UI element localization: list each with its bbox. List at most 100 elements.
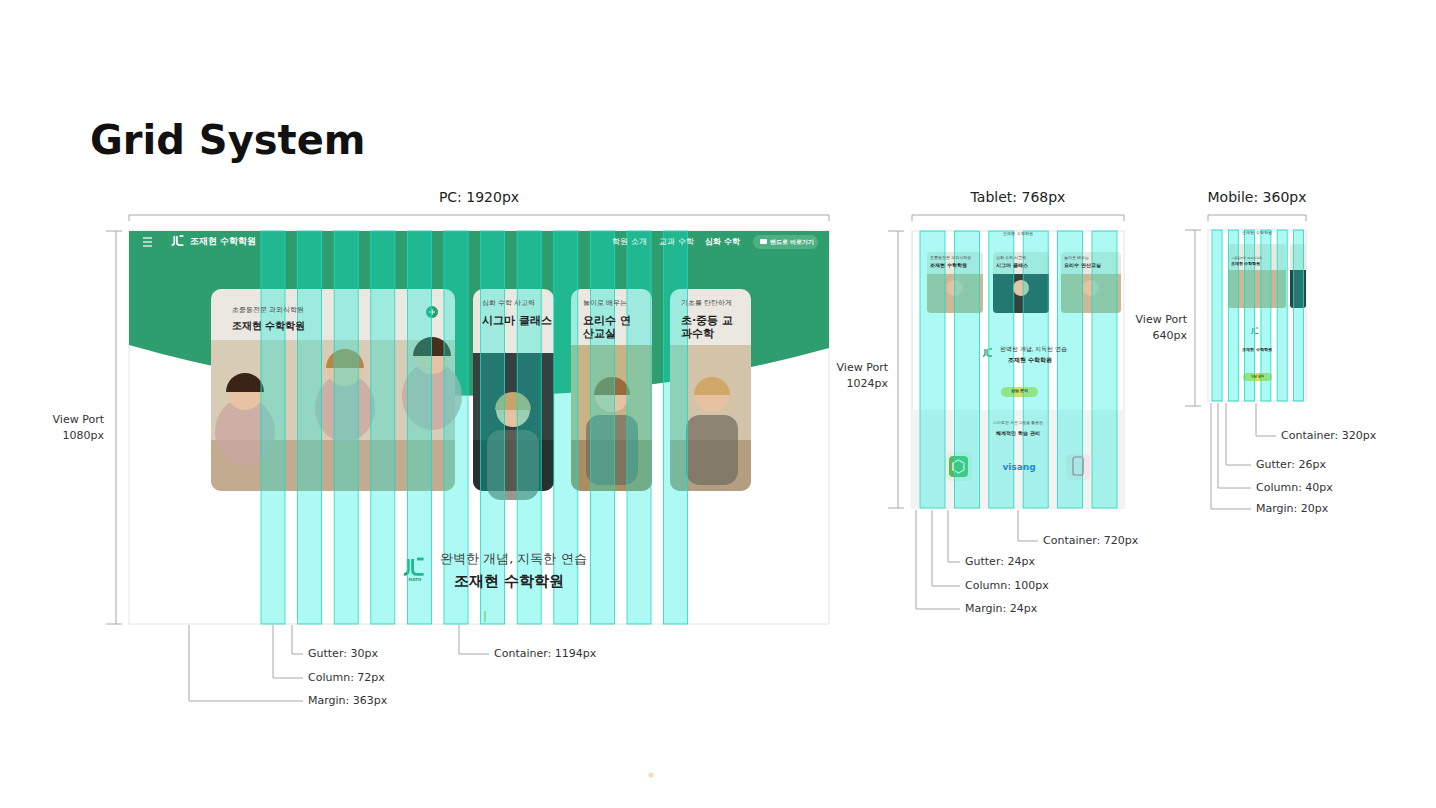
grid-column bbox=[920, 231, 945, 508]
menu-icon bbox=[143, 241, 152, 242]
breakpoint-label: Mobile: 360px bbox=[1208, 189, 1307, 206]
leader-line bbox=[1018, 510, 1038, 541]
height-bracket bbox=[898, 231, 899, 508]
screen-heading: 조재현 수학학원 bbox=[232, 320, 305, 332]
mobile-mockup: 조재현 수학학원조재현 수학학원상담 문의초중등전문 과외식학원조재현 수학학원 bbox=[1208, 230, 1306, 401]
band-button bbox=[753, 235, 818, 249]
height-bracket bbox=[106, 231, 122, 232]
dimension-label: Container: 320px bbox=[1281, 429, 1376, 442]
screen-heading: 완벽한 개념, 지독한 연습 bbox=[1000, 346, 1067, 353]
dimension-label: Margin: 24px bbox=[965, 602, 1037, 615]
leader-line bbox=[948, 510, 960, 562]
screen-heading: 완벽한 개념, 지독한 연습 bbox=[440, 551, 587, 567]
height-bracket bbox=[106, 624, 122, 625]
screen-text: 놀이로 배우는 bbox=[583, 299, 627, 307]
card: 심화 수학 사고력시그마 클래스 bbox=[993, 252, 1049, 313]
card: 초중등전문 과외식학원조재현 수학학원 bbox=[1228, 244, 1286, 308]
grid-column bbox=[334, 231, 358, 624]
grid-column bbox=[1228, 230, 1238, 401]
child-figure bbox=[227, 374, 263, 410]
screen-text: 초중등전문 과외식학원 bbox=[930, 256, 971, 260]
leader-line bbox=[1218, 403, 1251, 488]
screen-heading: 교과 수학 bbox=[659, 237, 694, 247]
dimension-label: Margin: 363px bbox=[308, 694, 387, 707]
screen-heading: 심화 수학 bbox=[705, 237, 740, 247]
child-figure bbox=[695, 378, 729, 412]
child-figure bbox=[686, 415, 738, 485]
grid-column bbox=[261, 231, 285, 624]
screen-text: 조재현 수학학원 bbox=[1242, 231, 1271, 235]
screen-heading: 밴드로 바로가기 bbox=[770, 238, 814, 245]
dimension-label: View Port 1080px bbox=[46, 412, 104, 444]
screen-heading: 조재현 수학학원 bbox=[930, 262, 967, 268]
screen-text: 심화 수학 사고력 bbox=[996, 256, 1026, 260]
dimension-label: Column: 100px bbox=[965, 579, 1049, 592]
diagram-title: Grid System bbox=[90, 116, 365, 164]
screen-heading: 조재현 수학학원 bbox=[1008, 356, 1052, 363]
card: 기초를 탄탄하게초·중등 교과수학 bbox=[670, 289, 751, 491]
page-dot bbox=[649, 773, 654, 778]
height-bracket bbox=[116, 231, 117, 624]
leader-line bbox=[292, 625, 303, 654]
screen-text: 조재현 수학학원 bbox=[190, 236, 256, 247]
grid-column bbox=[1058, 231, 1083, 508]
breakpoint-label: Tablet: 768px bbox=[971, 189, 1066, 206]
breakpoint-label: PC: 1920px bbox=[439, 189, 519, 206]
screen-heading: 상담 문의 bbox=[1251, 375, 1264, 379]
screen-heading: 조재현 수학학원 bbox=[1242, 348, 1271, 353]
pc-mockup: 조재현 수학학원학원 소개교과 수학심화 수학밴드로 바로가기완벽한 개념, 지… bbox=[129, 231, 829, 624]
pc-frame bbox=[129, 231, 829, 624]
tablet-frame bbox=[912, 231, 1124, 508]
width-bracket bbox=[129, 215, 829, 221]
dimension-label: Column: 40px bbox=[1256, 481, 1333, 494]
dimension-label: Gutter: 24px bbox=[965, 555, 1035, 568]
height-bracket bbox=[888, 231, 904, 232]
grid-column bbox=[298, 231, 322, 624]
leader-line bbox=[932, 510, 960, 586]
grid-column bbox=[1277, 230, 1287, 401]
card: 초중등전문 과외식학원조재현 수학학원 bbox=[927, 252, 983, 313]
leader-line bbox=[273, 625, 303, 678]
dimension-label: Margin: 20px bbox=[1256, 502, 1328, 515]
menu-icon bbox=[143, 237, 152, 238]
width-bracket bbox=[912, 215, 1124, 221]
screen-text: 놀이로 배우는 bbox=[1064, 256, 1089, 260]
dimension-label: View Port 640px bbox=[1129, 312, 1187, 344]
dimension-label: Gutter: 30px bbox=[308, 647, 378, 660]
menu-icon bbox=[143, 245, 152, 246]
grid-column bbox=[664, 231, 688, 624]
leader-line bbox=[189, 625, 303, 701]
leader-line bbox=[1256, 403, 1276, 436]
width-bracket bbox=[1208, 215, 1306, 221]
logo-mark bbox=[172, 236, 184, 245]
screen-text: 심화 수학 사고력 bbox=[482, 299, 535, 307]
grid-column bbox=[1294, 230, 1304, 401]
card: 심화 수학 사고력시그마 클래스 bbox=[473, 289, 554, 491]
tablet-mockup: 조재현 수학학원완벽한 개념, 지독한 연습조재현 수학학원상담 문의스마트한 … bbox=[912, 231, 1124, 508]
screen-heading: 시그마 클래스 bbox=[482, 314, 552, 327]
leader-line bbox=[1211, 403, 1251, 509]
child-hair bbox=[226, 373, 264, 392]
card: 놀이로 배우는요리수 연산교실 bbox=[1061, 252, 1121, 313]
dimension-label: Gutter: 26px bbox=[1256, 458, 1326, 471]
dimension-label: Container: 1194px bbox=[494, 647, 596, 660]
screen-heading: 스마트한 프로그램을 활용한 bbox=[993, 421, 1044, 426]
dimension-label: Container: 720px bbox=[1043, 534, 1138, 547]
leader-line bbox=[459, 625, 489, 654]
dimension-label: Column: 72px bbox=[308, 671, 385, 684]
height-bracket bbox=[1185, 406, 1201, 407]
grid-column bbox=[1212, 230, 1222, 401]
screen-heading: 체계적인 학습 관리 bbox=[996, 430, 1039, 436]
height-bracket bbox=[1195, 230, 1196, 406]
screen-heading: visang bbox=[1002, 462, 1035, 473]
grid-column bbox=[954, 231, 979, 508]
height-bracket bbox=[1185, 230, 1201, 231]
screen-heading: 상담 문의 bbox=[1011, 389, 1028, 394]
screen-heading: 초·중등 교과수학 bbox=[681, 314, 733, 340]
grid-column bbox=[627, 231, 651, 624]
grid-column bbox=[407, 231, 431, 624]
height-bracket bbox=[888, 508, 904, 509]
screen-text: 조재현 수학학원 bbox=[1003, 232, 1032, 237]
leader-line bbox=[916, 510, 960, 609]
